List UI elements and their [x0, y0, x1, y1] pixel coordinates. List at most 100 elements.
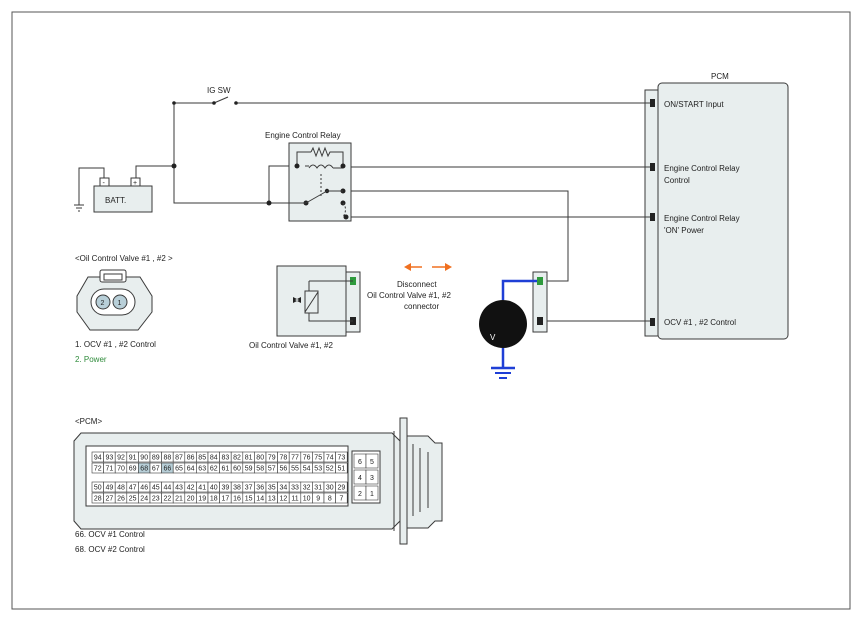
pcm-pin-number: 38	[233, 485, 241, 492]
relay-title: Engine Control Relay	[265, 131, 341, 140]
pcm-terminal-pin	[650, 99, 655, 107]
pcm-pin-number: 25	[129, 496, 137, 503]
pcm-pin-number: 26	[117, 496, 125, 503]
pcm-pin-number: 60	[233, 466, 241, 473]
pcm-pin-number: 13	[268, 496, 276, 503]
pcm-pin-number: 66	[164, 466, 172, 473]
pcm-pin-number: 77	[291, 455, 299, 462]
pcm-pin-number: 20	[187, 496, 195, 503]
pcm-pin-number: 84	[210, 455, 218, 462]
pcm-pin-number: 54	[303, 466, 311, 473]
pcm-pin-number: 92	[117, 455, 125, 462]
voltmeter-label: V	[490, 333, 496, 342]
pcm-pin-number: 93	[106, 455, 114, 462]
pcm-terminal-pin	[650, 213, 655, 221]
pcm-pin-number: 45	[152, 485, 160, 492]
pcm-pin-number: 89	[152, 455, 160, 462]
pcm-pin-number: 80	[256, 455, 264, 462]
harness-connector	[532, 271, 548, 333]
ocv-pin-label: 2	[101, 300, 105, 307]
disconnect-note-line: Oil Control Valve #1, #2	[367, 291, 451, 300]
pcm-side-pin-number: 5	[370, 459, 374, 466]
wires	[74, 96, 650, 322]
pcm-pin-number: 47	[129, 485, 137, 492]
pcm-pin-number: 83	[222, 455, 230, 462]
pcm-pin-number: 46	[140, 485, 148, 492]
diagram-frame	[11, 11, 851, 610]
pcm-pin-number: 33	[291, 485, 299, 492]
pcm-pin-number: 44	[164, 485, 172, 492]
pcm-pin-number: 62	[210, 466, 218, 473]
pcm-pin-cell	[335, 481, 348, 493]
pcm-pin-number: 43	[175, 485, 183, 492]
pcm-pin-number: 16	[233, 496, 241, 503]
pcm-pin-number: 22	[164, 496, 172, 503]
ocv-legend-item: 2. Power	[75, 355, 107, 364]
pcm-side-pin-number: 1	[370, 491, 374, 498]
battery-positive-label: +	[133, 180, 137, 187]
pcm-pin-number: 29	[338, 485, 346, 492]
pcm-side-pin-cell	[365, 485, 379, 501]
pcm-pin-number: 31	[314, 485, 322, 492]
pcm-side-pin-number: 2	[358, 491, 362, 498]
pcm-pin-number: 58	[256, 466, 264, 473]
wire-junctions	[171, 101, 272, 206]
pcm-pin-number: 7	[339, 496, 343, 503]
pcm-pin-number: 72	[94, 466, 102, 473]
voltmeter-body	[479, 300, 527, 348]
pcm-pin-number: 73	[338, 455, 346, 462]
pcm-terminal-pin	[650, 163, 655, 171]
pcm-pin-number: 24	[140, 496, 148, 503]
pcm-title: PCM	[711, 72, 729, 81]
pcm-pin-number: 49	[106, 485, 114, 492]
pcm-pin-number: 82	[233, 455, 241, 462]
battery: - + BATT.	[93, 177, 153, 213]
pcm-pin-number: 81	[245, 455, 253, 462]
ocv-component-label: Oil Control Valve #1, #2	[249, 341, 333, 350]
pcm-pin-cell	[335, 451, 348, 463]
pcm-terminal-pin	[650, 318, 655, 326]
pcm-connector-title: <PCM>	[75, 417, 102, 426]
pcm-side-pin-cell	[365, 469, 379, 485]
pcm-pin-cell	[335, 492, 348, 504]
pcm-terminal-label: Engine Control Relay	[664, 164, 740, 173]
pcm-pin-number: 11	[291, 496, 298, 503]
pcm-terminal-label: Engine Control Relay	[664, 214, 740, 223]
pcm-pin-number: 64	[187, 466, 195, 473]
disconnect-note: Disconnect Oil Control Valve #1, #2 conn…	[367, 263, 452, 311]
pcm-terminal-label: ON/START Input	[664, 100, 724, 109]
battery-negative-label: -	[103, 180, 106, 187]
pcm-pin-number: 48	[117, 485, 125, 492]
pcm-pin-number: 87	[175, 455, 183, 462]
pcm-pin-number: 70	[117, 466, 125, 473]
pcm-pin-number: 27	[106, 496, 114, 503]
pcm-pin-number: 67	[152, 466, 160, 473]
pcm-pin-number: 18	[210, 496, 218, 503]
pcm-pin-number: 32	[303, 485, 311, 492]
pcm-pin-number: 9	[316, 496, 320, 503]
pcm-pin-number: 76	[303, 455, 311, 462]
voltmeter-positive-lead	[501, 279, 537, 300]
pcm-pin-number: 10	[303, 496, 311, 503]
disconnect-note-line: connector	[404, 302, 439, 311]
ocv-connector-title: <Oil Control Valve #1 , #2 >	[75, 254, 173, 263]
pcm-pin-number: 69	[129, 466, 137, 473]
pcm-side-pin-number: 4	[358, 475, 362, 482]
ocv-pin-label: 1	[118, 300, 122, 307]
pcm-pin-number: 56	[280, 466, 288, 473]
pcm-pin-number: 41	[198, 485, 206, 492]
pcm-pin-cell	[335, 462, 348, 474]
pcm-pin-number: 19	[198, 496, 206, 503]
disconnect-note-line: Disconnect	[397, 280, 437, 289]
pcm-pin-number: 42	[187, 485, 195, 492]
pcm-pin-number: 63	[198, 466, 206, 473]
pcm-pin-number: 8	[328, 496, 332, 503]
pcm-pin-number: 39	[222, 485, 230, 492]
pcm-side-pin-number: 3	[370, 475, 374, 482]
pcm-legend-item: 68. OCV #2 Control	[75, 545, 145, 554]
pcm-pin-number: 12	[280, 496, 288, 503]
pcm-pin-number: 40	[210, 485, 218, 492]
pcm-pin-number: 68	[140, 466, 148, 473]
